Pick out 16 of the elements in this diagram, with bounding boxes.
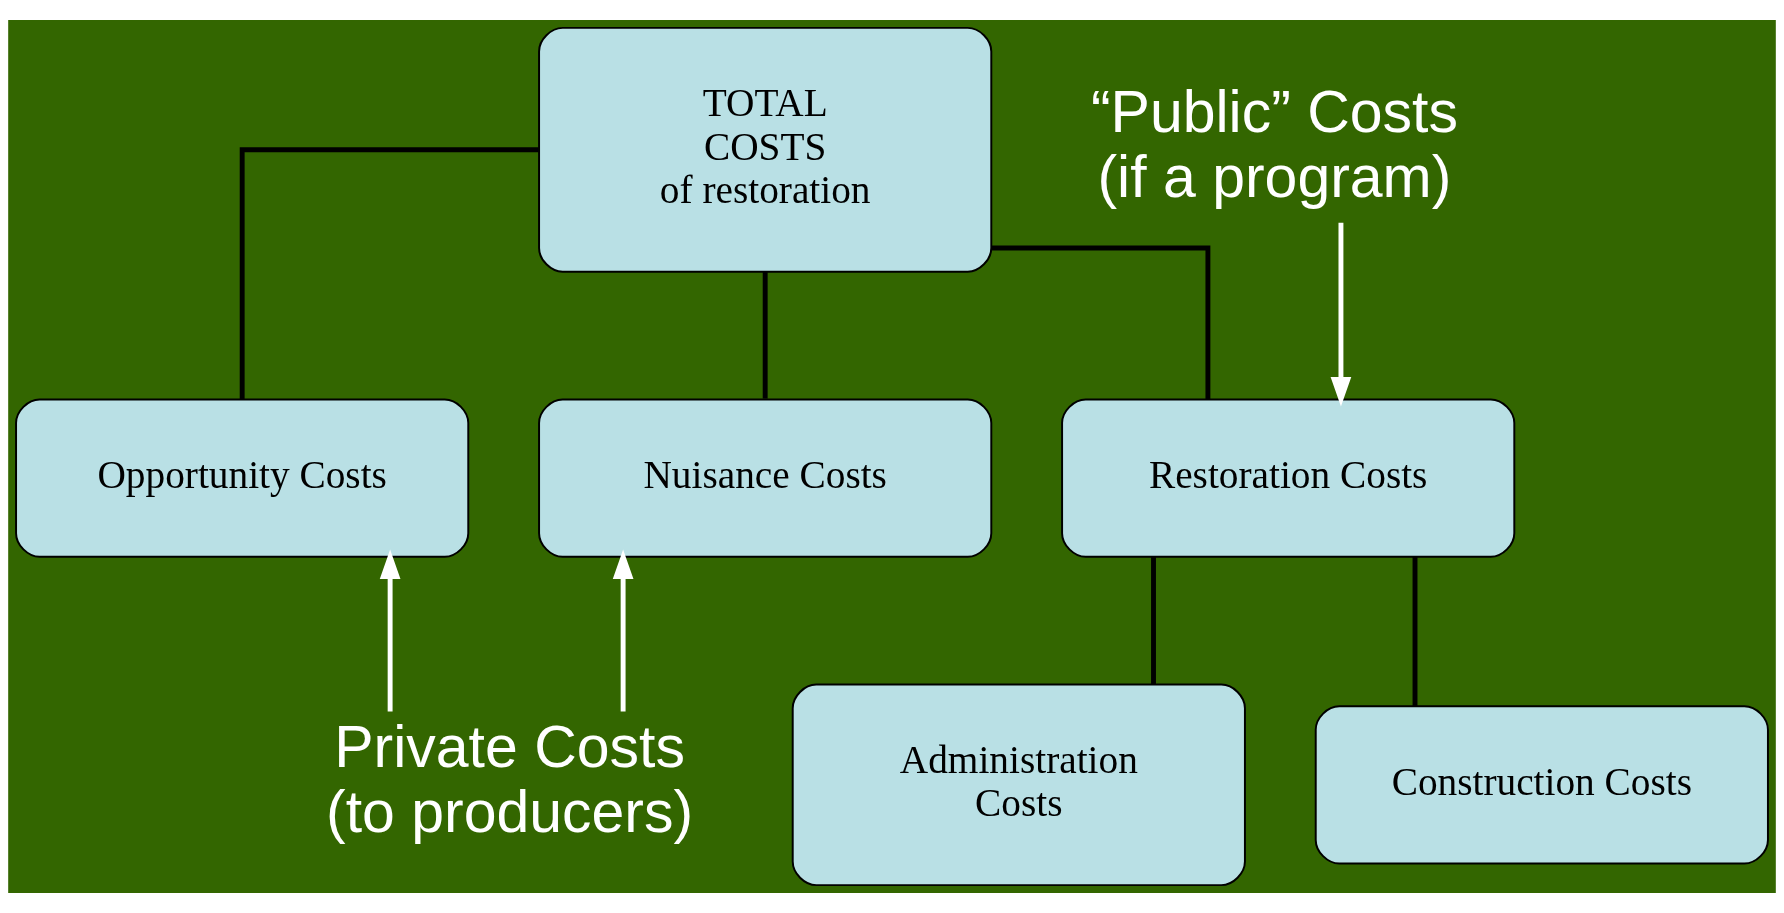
connector: [762, 272, 768, 399]
node-text: “Public” Costs (if a program): [1090, 79, 1458, 209]
node-box: Construction Costs: [1314, 705, 1769, 865]
connector: [1151, 557, 1156, 685]
node-box: Restoration Costs: [1061, 398, 1516, 558]
node-box: Administration Costs: [791, 683, 1246, 887]
arrow: [1330, 222, 1352, 407]
node-text: Private Costs (to producers): [326, 714, 694, 845]
arrow: [612, 549, 634, 712]
node-box: Opportunity Costs: [15, 398, 470, 558]
node-box: Nuisance Costs: [538, 398, 993, 558]
connector: [239, 147, 539, 400]
connector: [1412, 557, 1418, 707]
connector: [991, 245, 1211, 399]
arrow: [379, 549, 401, 712]
node-box: TOTAL COSTS of restoration: [538, 26, 993, 273]
